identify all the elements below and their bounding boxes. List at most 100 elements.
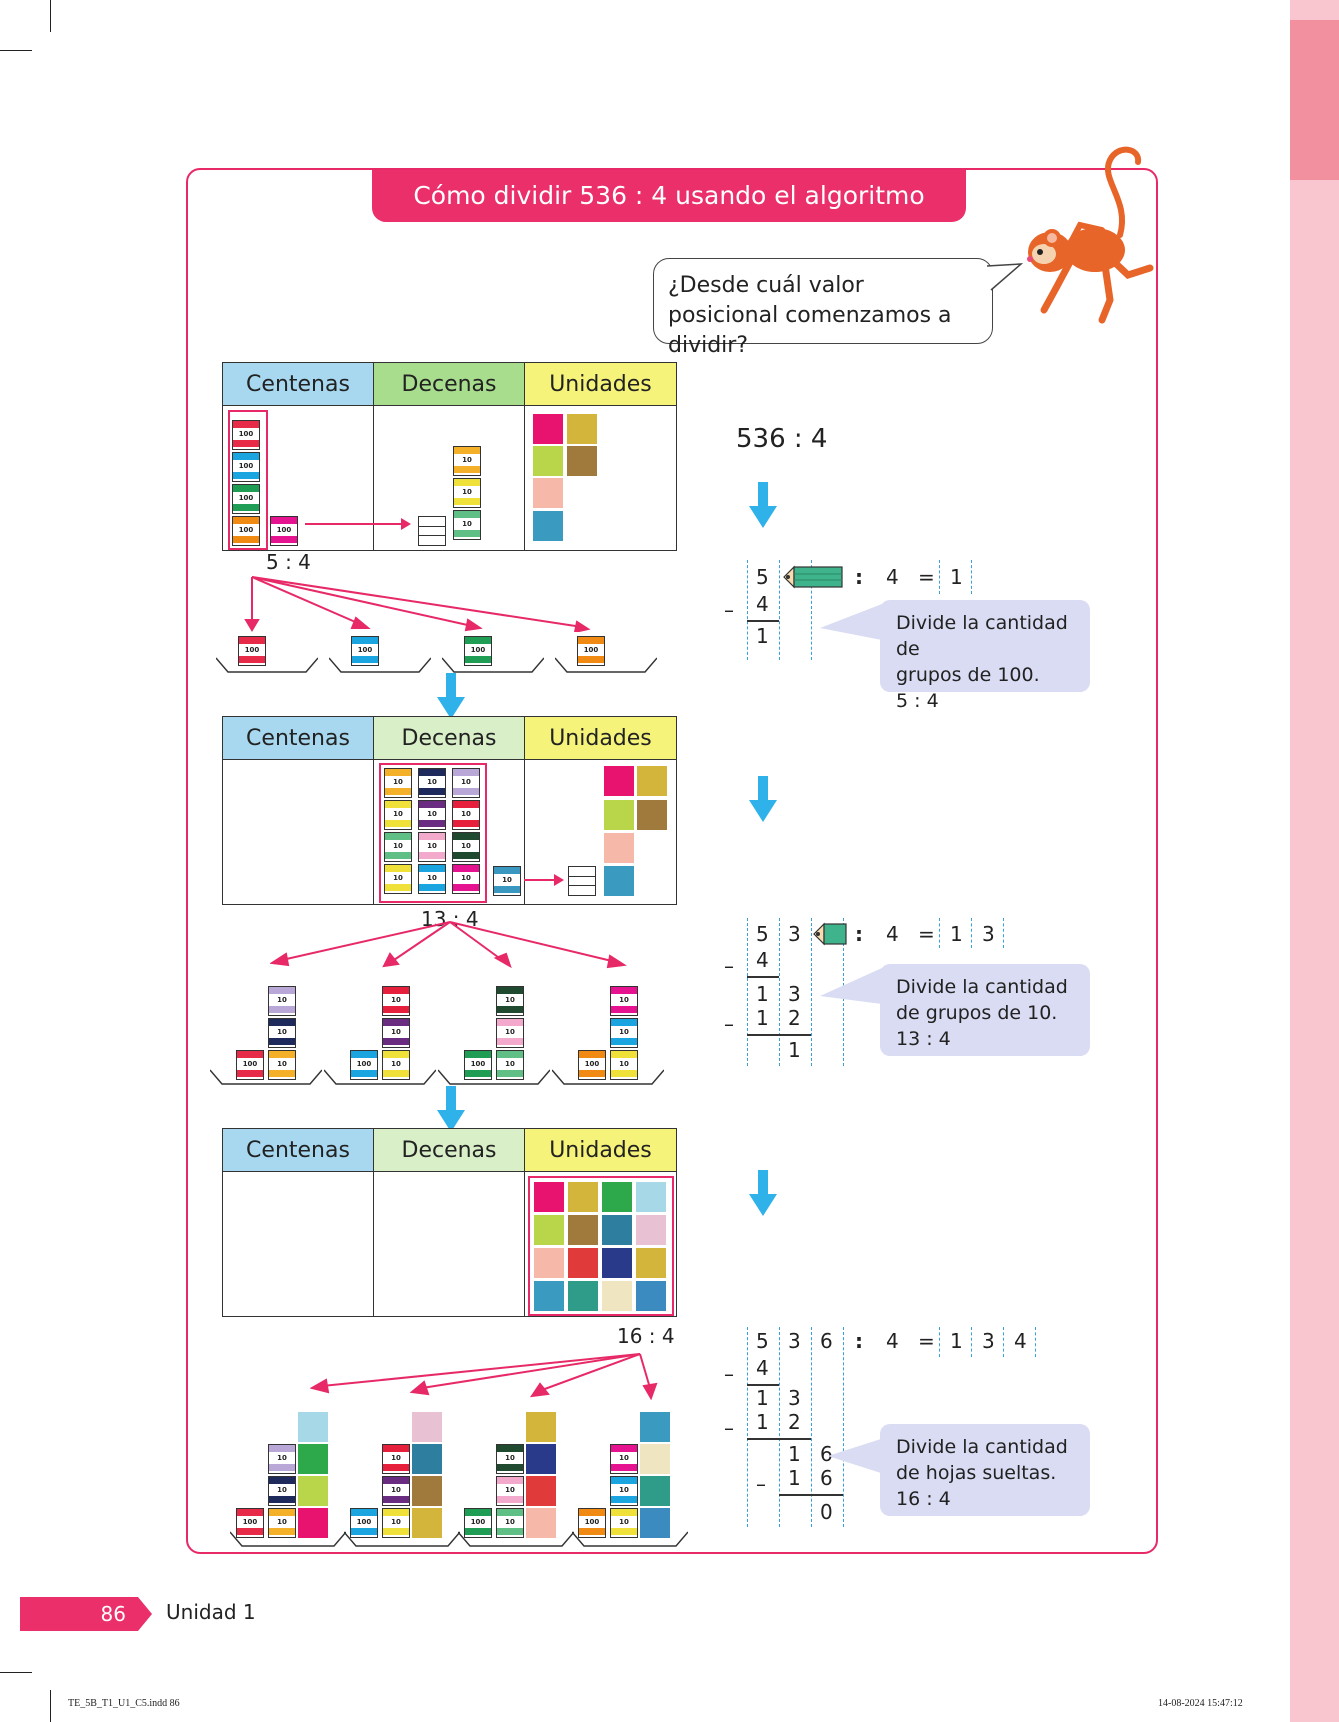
digit: 6: [820, 1442, 833, 1466]
unit-square: [637, 800, 667, 830]
block-label: 10: [611, 1058, 637, 1070]
hundred-block: 100: [232, 420, 260, 450]
note-step3: Divide la cantidad de hojas sueltas. 16 …: [880, 1424, 1090, 1516]
block-label: 10: [269, 1452, 295, 1464]
digit: 2: [788, 1410, 801, 1434]
block-label: 10: [611, 994, 637, 1006]
ten-block: 10: [496, 1444, 524, 1474]
minus-sign: –: [756, 1472, 766, 1496]
unit-square: [604, 766, 634, 796]
bubble-tail: [985, 263, 1024, 291]
quotient-digit: 3: [982, 922, 995, 946]
partial-division-label: 5 : 4: [266, 550, 311, 574]
empty-block: [568, 866, 596, 896]
unit-square: [567, 414, 597, 444]
note-tail: [820, 604, 882, 640]
block-label: 10: [494, 874, 520, 886]
unit-square: [412, 1444, 442, 1474]
digit: 1: [788, 1466, 801, 1490]
ten-block: 10: [384, 832, 412, 862]
tray: [230, 1531, 346, 1547]
digit: 1: [756, 982, 769, 1006]
block-label: 10: [419, 808, 445, 820]
ten-block: 10: [453, 478, 481, 508]
header-decenas: Decenas: [373, 716, 525, 760]
block-label: 100: [351, 1058, 377, 1070]
digit: 3: [788, 922, 801, 946]
digit: 4: [756, 1356, 769, 1380]
pencil-icon: [813, 922, 847, 946]
divisor: 4: [886, 565, 899, 589]
ten-block: 10: [496, 1050, 524, 1080]
hundred-block: 100: [464, 636, 492, 666]
hundred-block: 100: [350, 1508, 378, 1538]
unit-label: Unidad 1: [166, 1600, 256, 1624]
block-label: 10: [385, 776, 411, 788]
note-line: 16 : 4: [896, 1488, 951, 1510]
digit: 5: [756, 565, 769, 589]
unit-square: [534, 1281, 564, 1311]
guide-line: [811, 560, 812, 660]
divisor: 4: [886, 1329, 899, 1353]
block-label: 10: [611, 1516, 637, 1528]
unit-square: [640, 1508, 670, 1538]
block-label: 10: [497, 1452, 523, 1464]
ten-block: 10: [452, 800, 480, 830]
block-label: 10: [383, 1484, 409, 1496]
distribution-arrows: [270, 921, 627, 969]
block-label: 10: [383, 1452, 409, 1464]
block-label: 10: [269, 1026, 295, 1038]
ten-block: 10: [384, 800, 412, 830]
digit: 6: [820, 1466, 833, 1490]
tray: [344, 1531, 460, 1547]
division-sign: :: [855, 922, 863, 946]
unit-square: [534, 1248, 564, 1278]
tray: [216, 657, 318, 673]
guide-line: [843, 1327, 844, 1527]
header-decenas: Decenas: [373, 362, 525, 406]
digit: 1: [756, 1006, 769, 1030]
place-value-table-1: Centenas Decenas Unidades: [222, 362, 677, 551]
block-label: 10: [419, 840, 445, 852]
down-arrow: [749, 482, 777, 528]
ten-block: 10: [382, 1050, 410, 1080]
crop-mark: [0, 1672, 32, 1673]
page-number: 86: [100, 1602, 126, 1626]
minus-sign: –: [724, 1012, 734, 1036]
tray: [552, 1069, 664, 1085]
ten-block: 10: [268, 1508, 296, 1538]
hundred-block: 100: [350, 1050, 378, 1080]
guide-line: [1003, 1327, 1004, 1357]
digit: 1: [756, 1410, 769, 1434]
equals-sign: =: [918, 565, 935, 589]
hundred-block: 100: [232, 516, 260, 546]
note-line: Divide la cantidad: [896, 1436, 1068, 1458]
guide-line: [747, 918, 748, 1066]
unit-square: [533, 414, 563, 444]
subtraction-line: [747, 620, 779, 622]
ten-block: 10: [384, 864, 412, 894]
digit: 5: [756, 1329, 769, 1353]
guide-line: [1035, 1327, 1036, 1357]
ten-block: 10: [452, 768, 480, 798]
block-label: 100: [271, 524, 297, 536]
tray: [458, 1531, 574, 1547]
crop-mark: [0, 50, 32, 51]
unit-square: [526, 1508, 556, 1538]
guide-line: [811, 918, 812, 1066]
block-label: 10: [269, 1516, 295, 1528]
unit-square: [526, 1412, 556, 1442]
ten-block: 10: [268, 1018, 296, 1048]
header-centenas: Centenas: [222, 716, 374, 760]
content-frame: [186, 168, 1158, 1554]
block-label: 100: [352, 644, 378, 656]
ten-block: 10: [453, 510, 481, 540]
unit-square: [637, 766, 667, 796]
hundred-block: 100: [578, 1508, 606, 1538]
tray: [438, 1069, 550, 1085]
ten-block: 10: [493, 866, 521, 896]
unit-square: [533, 446, 563, 476]
question-text: ¿Desde cuál valor posicional comenzamos …: [668, 273, 952, 358]
ten-block: 10: [610, 1476, 638, 1506]
down-arrow: [437, 673, 465, 719]
